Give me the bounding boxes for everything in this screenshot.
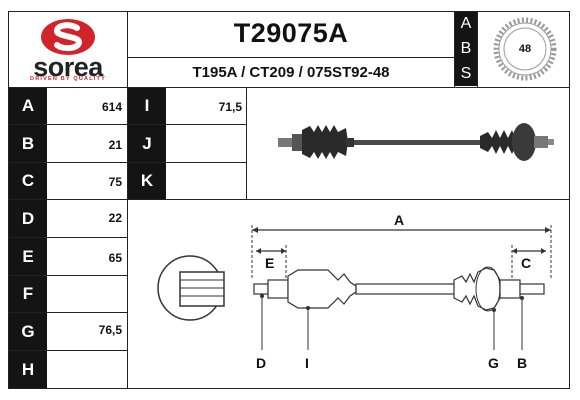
spec-sheet [8,11,570,389]
diagram-label-b: B [517,355,528,371]
dim-value-i: 71,5 [218,100,242,114]
dim-letter-j: J [128,125,166,162]
row-divider [8,162,246,163]
dim-letter-e: E [9,238,47,275]
divider [128,57,454,58]
sorea-logo-icon [41,19,95,55]
abs-gear-icon [493,17,557,81]
row-divider [8,350,128,351]
abs-letter: B [460,39,472,57]
diagram-label-e: E [265,255,275,271]
row-divider [8,275,128,276]
brand-tagline: DRIVEN BY QUALITY [30,76,106,82]
dim-letter-c: C [9,163,47,199]
brand-name: sorea [33,52,103,82]
dim-value-d: 22 [108,211,122,225]
divider [477,11,478,87]
dim-value-b: 21 [108,138,122,152]
dim-value-a: 614 [101,100,122,114]
dim-letter-d: D [9,200,47,237]
abs-teeth-count: 48 [518,43,532,55]
diagram-label-d: D [256,355,267,371]
brand-logo: sorea DRIVEN BY QUALITY [10,13,126,85]
diagram-label-i: I [305,355,309,371]
dim-letter-f: F [9,276,47,312]
dim-letter-k: K [128,163,166,199]
dim-value-c: 75 [108,175,122,189]
cross-references: T195A / CT209 / 075ST92-48 [192,63,390,81]
divider [246,88,247,200]
divider [127,11,128,389]
drive-shaft-photo [248,88,568,198]
dim-letter-g: G [9,313,47,350]
divider [454,11,455,87]
dim-value-g: 76,5 [98,323,122,337]
diagram-label-c: C [521,255,532,271]
abs-letter: S [460,64,472,82]
abs-ring: 48 [492,16,558,82]
shaft-diagram: A E C D I G B [128,200,569,388]
part-number: T29075A [233,18,349,48]
drive-shaft-diagram-icon [157,225,552,350]
abs-badge: A B S [455,12,477,86]
abs-letter: A [460,15,472,33]
dim-letter-b: B [9,125,47,162]
dim-value-e: 65 [108,251,122,265]
divider [8,87,570,88]
dim-letter-i: I [128,88,166,124]
drive-shaft-photo-icon [278,123,554,161]
diagram-label-a: A [394,212,405,228]
row-divider [8,237,128,238]
diagram-label-g: G [488,355,499,371]
dim-letter-h: H [9,351,47,388]
row-divider [8,124,246,125]
row-divider [8,199,570,200]
row-divider [8,312,128,313]
dim-letter-a: A [9,88,47,124]
